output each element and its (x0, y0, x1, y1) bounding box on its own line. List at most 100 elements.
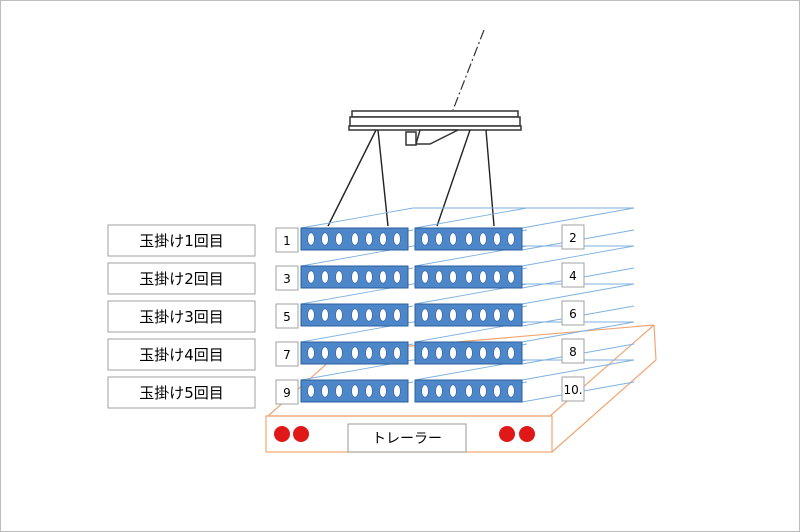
beam-number-box (275, 303, 299, 329)
round-label: 玉掛け5回目 (139, 384, 224, 402)
beam-number-right: 4 (569, 269, 577, 283)
lifting-round-3: 玉掛け3回目 5 6 (107, 300, 585, 333)
beam-hole (507, 346, 515, 360)
depth-line (521, 207, 635, 229)
beam-hole (465, 384, 473, 398)
beam-hole (307, 308, 315, 322)
beam-number-right: 8 (569, 345, 577, 359)
tail-light-icon (499, 426, 515, 442)
hoist-line-icon (452, 29, 485, 111)
trailer: トレーラー (265, 324, 657, 453)
beam-number-box (275, 265, 299, 291)
beam-hole (435, 232, 443, 246)
sling-line (485, 129, 495, 227)
sling-line (436, 129, 471, 227)
beam-hole (479, 346, 487, 360)
beam-number-box (275, 341, 299, 367)
beam-hole (351, 384, 359, 398)
beam-hole (365, 270, 373, 284)
beam-hole (379, 308, 387, 322)
beam-hole (493, 346, 501, 360)
beam-hole (351, 270, 359, 284)
depth-line (521, 359, 635, 381)
beam-number-box (275, 379, 299, 405)
beam-number-left: 7 (283, 348, 291, 362)
tail-light-icon (293, 426, 309, 442)
beam-number-left: 5 (283, 310, 291, 324)
beam-hole (465, 308, 473, 322)
beam-hole (321, 346, 329, 360)
round-label: 玉掛け3回目 (139, 308, 224, 326)
beam-hole (365, 384, 373, 398)
beam-number-box (561, 376, 585, 402)
beam-number-right: 6 (569, 307, 577, 321)
beam-hole (365, 346, 373, 360)
round-label-box (107, 376, 256, 409)
beam-hole (493, 308, 501, 322)
beam-hole (379, 232, 387, 246)
steel-beam (414, 303, 523, 327)
beam-hole (435, 270, 443, 284)
beam-hole (321, 232, 329, 246)
tail-light-icon (274, 426, 290, 442)
beam-hole (465, 346, 473, 360)
beam-hole (449, 308, 457, 322)
beam-hole (479, 384, 487, 398)
beam-hole (493, 232, 501, 246)
beam-number-left: 3 (283, 272, 291, 286)
beam-hole (307, 346, 315, 360)
beam-hole (421, 308, 429, 322)
beam-hole (351, 232, 359, 246)
beam-hole (307, 384, 315, 398)
beam-hole (421, 232, 429, 246)
beam-hole (479, 232, 487, 246)
beam-hole (507, 384, 515, 398)
lifting-round-1: 玉掛け1回目 1 2 (107, 224, 585, 257)
beam-hole (493, 384, 501, 398)
beam-hole (507, 232, 515, 246)
lifting-beam-icon (348, 110, 522, 146)
slings (327, 129, 495, 227)
beam-hole (335, 346, 343, 360)
steel-beam (414, 379, 523, 403)
beam-number-right: 2 (569, 231, 577, 245)
beam-hole (507, 308, 515, 322)
beam-number-box (561, 262, 585, 288)
depth-line (521, 283, 635, 305)
beam-hole (307, 232, 315, 246)
beam-number-left: 1 (283, 234, 291, 248)
beam-hole (321, 384, 329, 398)
steel-beam (300, 227, 409, 251)
beam-hole (435, 308, 443, 322)
beam-hole (379, 384, 387, 398)
round-label: 玉掛け1回目 (139, 232, 224, 250)
beam-number-box (275, 227, 299, 253)
steel-beam (414, 341, 523, 365)
beam-hole (449, 346, 457, 360)
round-label-box (107, 224, 256, 257)
beam-hole (435, 346, 443, 360)
beam-hole (465, 232, 473, 246)
beam-hole (379, 270, 387, 284)
steel-beam (300, 303, 409, 327)
steel-beam (300, 379, 409, 403)
beam-hole (449, 232, 457, 246)
steel-beam (300, 341, 409, 365)
round-label: 玉掛け4回目 (139, 346, 224, 364)
depth-line (300, 207, 414, 229)
beam-hole (365, 232, 373, 246)
beam-hole (465, 270, 473, 284)
beam-hole (335, 270, 343, 284)
steel-beam (300, 265, 409, 289)
beam-hole (321, 270, 329, 284)
trailer-label-box (347, 423, 467, 453)
beam-hole (351, 308, 359, 322)
beam-hole (365, 308, 373, 322)
beam-hole (335, 232, 343, 246)
beam-hole (449, 270, 457, 284)
beam-hole (393, 384, 401, 398)
sling-line (327, 129, 377, 227)
